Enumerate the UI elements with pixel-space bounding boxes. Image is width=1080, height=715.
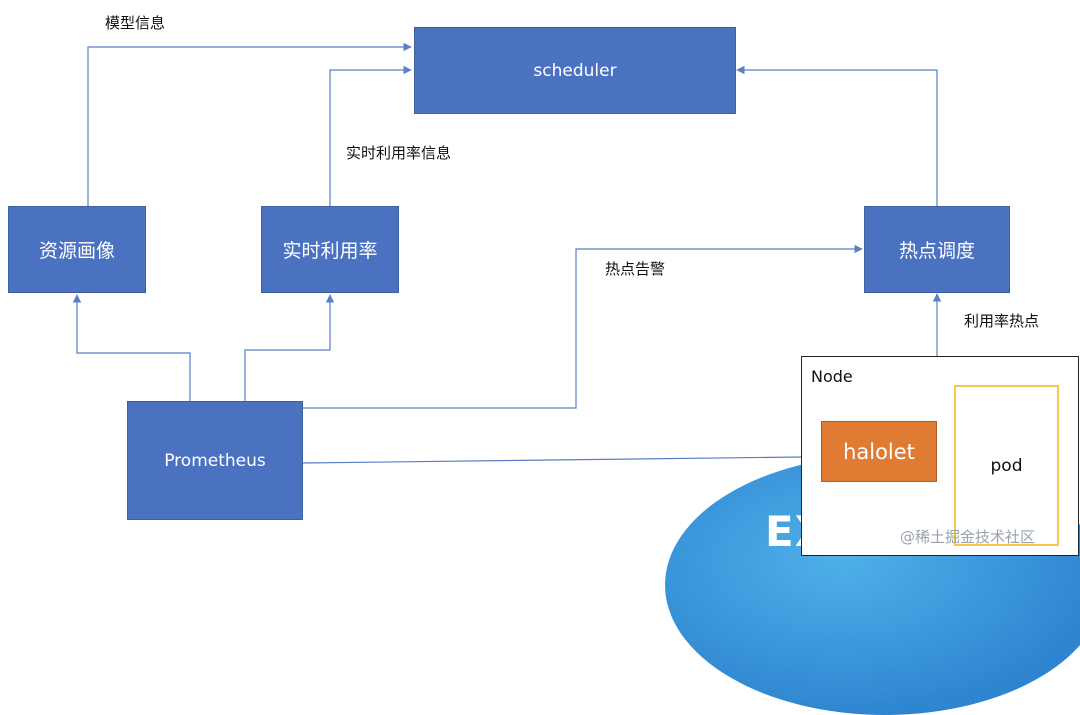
edge-label-realtime-utilization-info: 实时利用率信息 <box>346 144 452 162</box>
hotspot-scheduling-box: 热点调度 <box>864 206 1010 293</box>
halolet-box: halolet <box>821 421 937 482</box>
resource-profile-label: 资源画像 <box>38 240 115 262</box>
edge-realtime-to-scheduler <box>329 65 412 206</box>
edge-resource-profile-to-scheduler <box>87 42 412 206</box>
node-panel-title: Node <box>811 367 853 386</box>
pod-label: pod <box>990 455 1023 476</box>
scheduler-box: scheduler <box>414 27 736 114</box>
edge-prometheus-to-node <box>302 456 802 464</box>
edge-label-utilization-hotspot: 利用率热点 <box>964 312 1040 330</box>
hotspot-scheduling-label: 热点调度 <box>898 240 975 262</box>
halolet-label: halolet <box>843 439 915 464</box>
watermark: @稀土掘金技术社区 <box>900 528 1036 546</box>
prometheus-box: Prometheus <box>127 401 303 520</box>
pod-box: pod <box>954 385 1059 546</box>
resource-profile-box: 资源画像 <box>8 206 146 293</box>
realtime-utilization-label: 实时利用率 <box>282 240 378 262</box>
edge-prometheus-to-resource-profile <box>72 294 191 401</box>
edge-prometheus-to-realtime <box>244 294 335 401</box>
scheduler-label: scheduler <box>533 60 617 81</box>
edge-label-hotspot-alert: 热点告警 <box>605 260 666 278</box>
edge-hotspot-to-scheduler <box>736 65 938 206</box>
edge-label-model-info: 模型信息 <box>105 14 166 32</box>
realtime-utilization-box: 实时利用率 <box>261 206 399 293</box>
diagram-connectors <box>72 42 942 464</box>
edge-prometheus-to-hotspot <box>303 244 863 409</box>
prometheus-label: Prometheus <box>164 450 266 471</box>
